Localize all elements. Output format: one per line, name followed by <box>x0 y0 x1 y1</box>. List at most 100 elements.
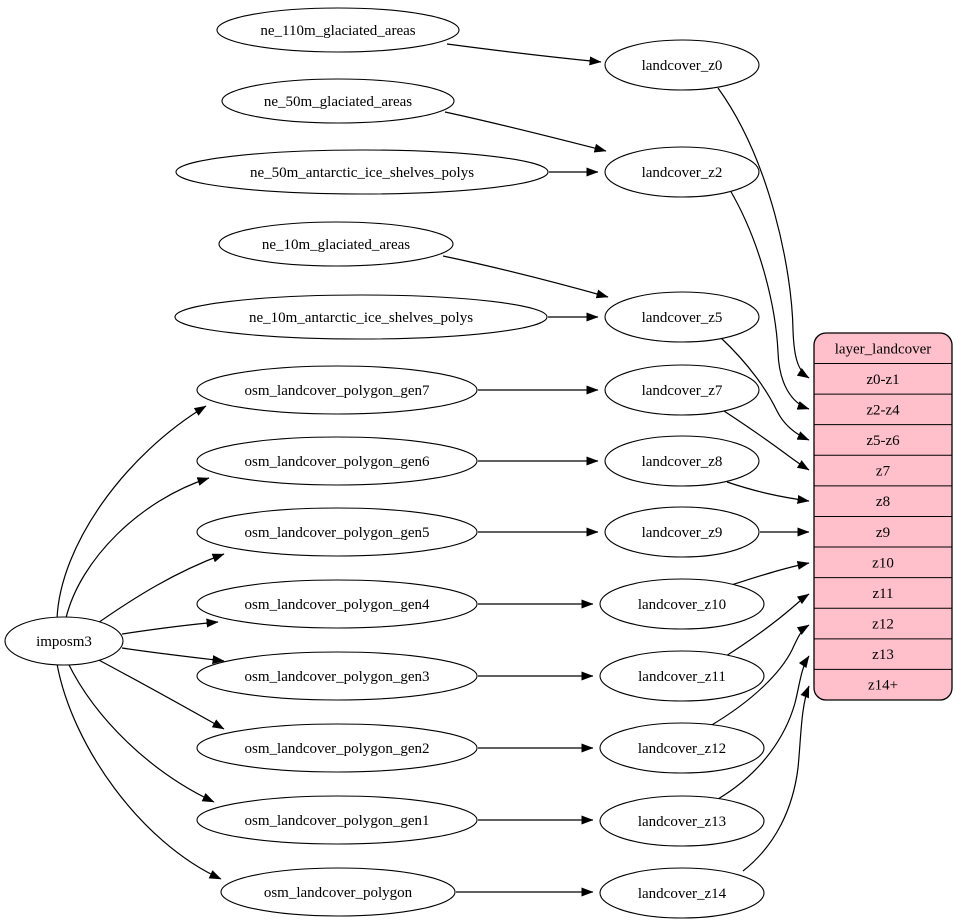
node-label-landcover_z8: landcover_z8 <box>642 454 723 470</box>
node-label-imposm3: imposm3 <box>36 634 92 650</box>
node-landcover_z12: landcover_z12 <box>599 722 765 774</box>
node-osm_landcover_polygon_gen4: osm_landcover_polygon_gen4 <box>196 579 478 629</box>
node-shape-ne_10m_glaciated_areas <box>218 221 454 267</box>
node-shape-landcover_z5 <box>604 291 760 343</box>
node-layer_landcover: layer_landcoverz0-z1z2-z4z5-z6z7z8z9z10z… <box>813 332 953 701</box>
node-label-landcover_z13: landcover_z13 <box>638 814 726 830</box>
node-label-osm_landcover_polygon_gen1: osm_landcover_polygon_gen1 <box>245 813 430 829</box>
edge-ne_10m_glaciated_areas-to-landcover_z5 <box>442 255 609 299</box>
edge-landcover_z7-to-layer_landcover-z7 <box>723 410 810 471</box>
node-shape-landcover_z10 <box>599 578 765 630</box>
node-label-ne_110m_glaciated_areas: ne_110m_glaciated_areas <box>260 23 415 39</box>
node-shape-osm_landcover_polygon_gen6 <box>196 436 478 486</box>
edge-ne_50m_glaciated_areas-to-landcover_z2 <box>444 111 607 153</box>
node-shape-ne_110m_glaciated_areas <box>216 7 460 53</box>
node-label-ne_10m_glaciated_areas: ne_10m_glaciated_areas <box>262 237 410 253</box>
node-ne_10m_glaciated_areas: ne_10m_glaciated_areas <box>218 221 454 267</box>
node-shape-osm_landcover_polygon_gen4 <box>196 579 478 629</box>
node-label-landcover_z5: landcover_z5 <box>642 310 723 326</box>
record-row-z2-z4: z2-z4 <box>866 402 900 418</box>
edge-landcover_z5-to-layer_landcover-z5-z6 <box>719 336 810 441</box>
node-osm_landcover_polygon_gen5: osm_landcover_polygon_gen5 <box>196 507 478 557</box>
node-layer: imposm3 ne_110m_glaciated_areas ne_50m_gla… <box>4 7 765 919</box>
record-row-z13: z13 <box>872 647 894 663</box>
node-landcover_z7: landcover_z7 <box>604 364 760 416</box>
record-row-z0-z1: z0-z1 <box>866 372 899 388</box>
node-label-ne_10m_antarctic_ice_shelves_polys: ne_10m_antarctic_ice_shelves_polys <box>249 310 473 326</box>
node-ne_110m_glaciated_areas: ne_110m_glaciated_areas <box>216 7 460 53</box>
node-osm_landcover_polygon_gen2: osm_landcover_polygon_gen2 <box>196 723 478 773</box>
node-shape-landcover_z11 <box>599 650 765 702</box>
node-label-osm_landcover_polygon: osm_landcover_polygon <box>264 885 413 901</box>
edge-landcover_z2-to-layer_landcover-z2-z4 <box>729 189 810 410</box>
record-row-z11: z11 <box>872 586 893 602</box>
node-shape-ne_50m_antarctic_ice_shelves_polys <box>175 149 549 195</box>
node-shape-landcover_z13 <box>599 795 765 847</box>
edge-landcover_z14-to-layer_landcover-z14+ <box>742 685 810 872</box>
edge-imposm3-to-osm_landcover_polygon_gen5 <box>94 553 225 626</box>
node-label-osm_landcover_polygon_gen4: osm_landcover_polygon_gen4 <box>245 597 430 613</box>
node-shape-osm_landcover_polygon_gen2 <box>196 723 478 773</box>
node-landcover_z0: landcover_z0 <box>604 39 760 91</box>
record-row-z9: z9 <box>876 525 890 541</box>
edge-landcover_z12-to-layer_landcover-z12 <box>709 624 810 727</box>
node-osm_landcover_polygon_gen6: osm_landcover_polygon_gen6 <box>196 436 478 486</box>
node-shape-osm_landcover_polygon <box>220 867 456 917</box>
node-label-landcover_z14: landcover_z14 <box>638 886 727 902</box>
node-osm_landcover_polygon: osm_landcover_polygon <box>220 867 456 917</box>
node-label-landcover_z12: landcover_z12 <box>638 741 726 757</box>
edge-layer <box>56 43 810 897</box>
node-label-ne_50m_antarctic_ice_shelves_polys: ne_50m_antarctic_ice_shelves_polys <box>250 165 474 181</box>
node-shape-landcover_z8 <box>604 435 760 487</box>
edge-imposm3-to-osm_landcover_polygon_gen6 <box>65 477 210 619</box>
node-ne_10m_antarctic_ice_shelves_polys: ne_10m_antarctic_ice_shelves_polys <box>174 294 548 340</box>
node-label-landcover_z9: landcover_z9 <box>642 525 723 541</box>
node-shape-landcover_z9 <box>604 506 760 558</box>
edge-imposm3-to-osm_landcover_polygon_gen4 <box>121 618 219 635</box>
node-osm_landcover_polygon_gen1: osm_landcover_polygon_gen1 <box>196 795 478 845</box>
node-shape-osm_landcover_polygon_gen1 <box>196 795 478 845</box>
edge-imposm3-to-osm_landcover_polygon_gen1 <box>67 662 215 803</box>
edge-ne_110m_glaciated_areas-to-landcover_z0 <box>446 43 602 66</box>
node-osm_landcover_polygon_gen3: osm_landcover_polygon_gen3 <box>196 651 478 701</box>
edge-landcover_z10-to-layer_landcover-z10 <box>727 560 810 587</box>
node-shape-landcover_z14 <box>599 867 765 919</box>
node-landcover_z5: landcover_z5 <box>604 291 760 343</box>
edge-imposm3-to-osm_landcover_polygon_gen3 <box>121 647 225 665</box>
node-shape-imposm3 <box>4 616 124 666</box>
edge-imposm3-to-osm_landcover_polygon_gen2 <box>94 657 225 730</box>
node-label-landcover_z0: landcover_z0 <box>642 58 723 74</box>
node-label-osm_landcover_polygon_gen3: osm_landcover_polygon_gen3 <box>245 669 430 685</box>
node-shape-ne_10m_antarctic_ice_shelves_polys <box>174 294 548 340</box>
node-label-osm_landcover_polygon_gen5: osm_landcover_polygon_gen5 <box>245 525 430 541</box>
node-label-landcover_z11: landcover_z11 <box>638 669 726 685</box>
node-label-landcover_z2: landcover_z2 <box>642 165 723 181</box>
node-ne_50m_antarctic_ice_shelves_polys: ne_50m_antarctic_ice_shelves_polys <box>175 149 549 195</box>
edge-landcover_z11-to-layer_landcover-z11 <box>725 593 810 657</box>
edge-imposm3-to-osm_landcover_polygon <box>56 663 222 880</box>
node-shape-osm_landcover_polygon_gen5 <box>196 507 478 557</box>
record-title: layer_landcover <box>835 341 932 357</box>
node-label-landcover_z7: landcover_z7 <box>642 383 723 399</box>
node-label-ne_50m_glaciated_areas: ne_50m_glaciated_areas <box>264 94 412 110</box>
node-label-osm_landcover_polygon_gen7: osm_landcover_polygon_gen7 <box>245 383 430 399</box>
record-row-z12: z12 <box>872 617 894 633</box>
node-landcover_z2: landcover_z2 <box>604 146 760 198</box>
node-label-osm_landcover_polygon_gen2: osm_landcover_polygon_gen2 <box>245 741 430 757</box>
node-shape-osm_landcover_polygon_gen7 <box>196 365 478 415</box>
edge-landcover_z0-to-layer_landcover-z0-z1 <box>717 87 810 379</box>
node-label-landcover_z10: landcover_z10 <box>638 597 726 613</box>
node-shape-landcover_z12 <box>599 722 765 774</box>
node-shape-osm_landcover_polygon_gen3 <box>196 651 478 701</box>
node-ne_50m_glaciated_areas: ne_50m_glaciated_areas <box>221 78 455 124</box>
node-label-osm_landcover_polygon_gen6: osm_landcover_polygon_gen6 <box>245 454 430 470</box>
node-landcover_z9: landcover_z9 <box>604 506 760 558</box>
record-row-z8: z8 <box>876 494 890 510</box>
node-shape-landcover_z0 <box>604 39 760 91</box>
record-row-z5-z6: z5-z6 <box>866 433 900 449</box>
edge-landcover_z8-to-layer_landcover-z8 <box>726 481 810 504</box>
edge-imposm3-to-osm_landcover_polygon_gen7 <box>56 405 207 620</box>
record-row-z7: z7 <box>876 464 891 480</box>
